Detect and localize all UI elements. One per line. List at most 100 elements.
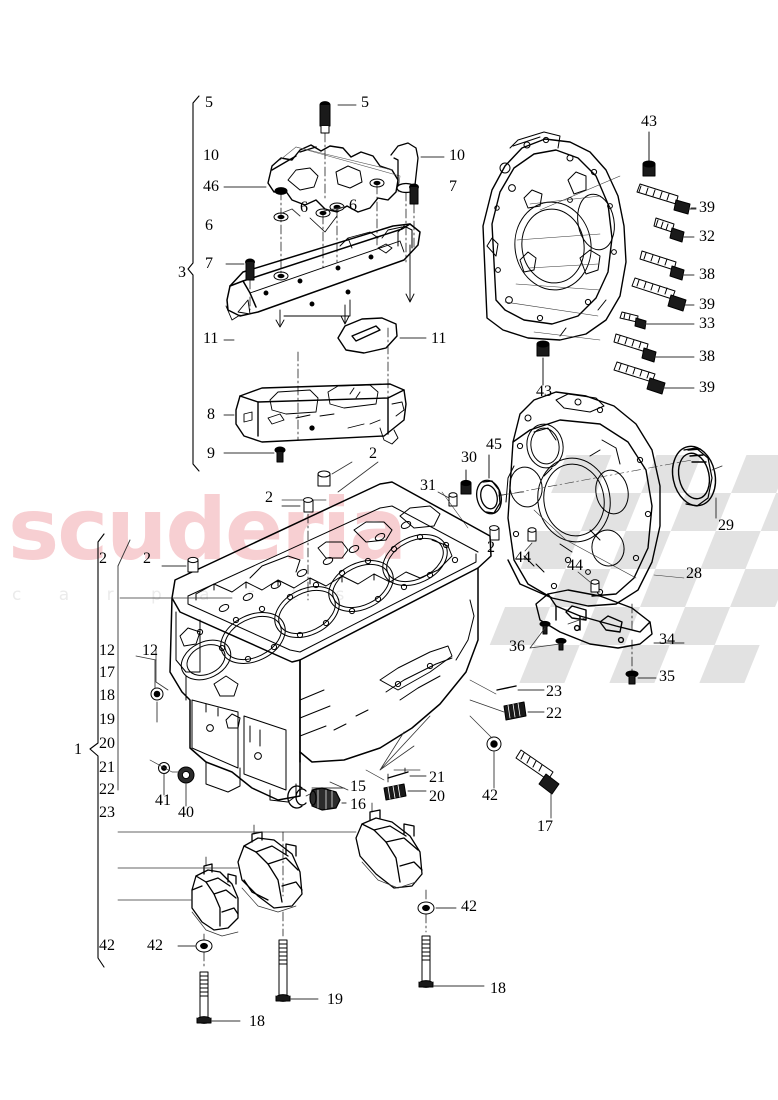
callout-7-right: 7 <box>449 178 457 195</box>
oil-baffle-gasket-inner <box>287 165 363 191</box>
callout-2-top: 2 <box>369 445 377 462</box>
bolt-19-center <box>275 939 291 1002</box>
oil-baffle-gasket <box>267 144 399 213</box>
callout-6-a: 6 <box>300 199 308 216</box>
roll-pin-22 <box>503 701 527 721</box>
dowel-2-top <box>317 470 331 487</box>
callout-22-right: 22 <box>546 705 562 722</box>
bolt-38-a <box>639 250 685 281</box>
washer-42-left <box>195 939 213 953</box>
callout-45: 45 <box>486 436 502 453</box>
callout-40: 40 <box>178 804 194 821</box>
callout-12-part: 12 <box>142 642 158 659</box>
callout-39-b: 39 <box>699 296 715 313</box>
washer-42-mid <box>486 736 502 752</box>
dowel-2-right <box>489 525 500 541</box>
dowel-2-mid <box>303 497 314 513</box>
bolt-39-c <box>613 361 666 395</box>
bolt-35 <box>625 670 639 685</box>
o-ring-15 <box>287 785 307 809</box>
bolt-9 <box>274 446 286 463</box>
callout-10-bracket: 10 <box>203 147 219 164</box>
callout-16: 16 <box>350 796 366 813</box>
callout-30: 30 <box>461 449 477 466</box>
callout-42-mid: 42 <box>482 787 498 804</box>
bolt-18-right <box>418 935 434 988</box>
callout-43-top: 43 <box>641 113 657 130</box>
callout-17-col: 17 <box>99 664 115 681</box>
bolt-7-right <box>409 183 419 205</box>
dowel-2-left <box>187 556 199 573</box>
callout-21-col: 21 <box>99 759 115 776</box>
oil-pan-detail <box>249 226 405 307</box>
callout-2-brk: 2 <box>143 550 151 567</box>
callout-3: 3 <box>178 264 186 281</box>
callout-2-mid: 2 <box>265 489 273 506</box>
pin-21 <box>387 771 409 779</box>
callout-43-mid: 43 <box>536 383 552 400</box>
dowel-44-b <box>590 579 600 593</box>
callout-32: 32 <box>699 228 715 245</box>
callout-42-a: 42 <box>147 937 163 954</box>
callout-2-left: 2 <box>99 550 107 567</box>
callout-39-c: 39 <box>699 379 715 396</box>
callout-39-a: 39 <box>699 199 715 216</box>
callout-15: 15 <box>350 778 366 795</box>
crankshaft-oil-seal-29 <box>671 445 717 507</box>
callout-44-a: 44 <box>515 549 531 566</box>
oil-pan-ladder-frame <box>226 223 421 317</box>
callout-35: 35 <box>659 668 675 685</box>
callout-42-col: 42 <box>99 937 115 954</box>
main-bearing-cap-c <box>355 809 423 889</box>
bolt-17-right <box>515 749 560 795</box>
callout-19-b: 19 <box>327 991 343 1008</box>
callout-33: 33 <box>699 315 715 332</box>
dowel-44-a <box>527 527 537 542</box>
oil-pump-detail <box>243 384 405 445</box>
cylinder-block-front-cover <box>179 627 239 697</box>
roll-pin-20 <box>383 783 407 801</box>
washer-42-right <box>417 901 435 915</box>
nut-40 <box>177 766 195 784</box>
oil-spray-jet-12 <box>150 687 164 701</box>
callout-20-col: 20 <box>99 735 115 752</box>
callout-1: 1 <box>74 741 82 758</box>
callout-38-b: 38 <box>699 348 715 365</box>
callout-29: 29 <box>718 517 734 534</box>
bolt-18-left <box>196 971 212 1024</box>
callout-23-right: 23 <box>546 683 562 700</box>
bolt-30 <box>460 479 472 495</box>
group-bracket-1 <box>89 533 105 968</box>
plug-16 <box>309 787 341 811</box>
bolt-32 <box>653 217 685 243</box>
group-bracket-3 <box>187 95 200 472</box>
plug-43-top <box>642 160 656 177</box>
callout-10-tube: 10 <box>449 147 465 164</box>
bolt-39-a <box>636 183 691 215</box>
bellhousing-upper-28 <box>482 138 627 341</box>
bolt-33 <box>619 311 647 330</box>
callout-6-bracket: 6 <box>205 217 213 234</box>
callout-21-part: 21 <box>429 769 445 786</box>
callout-41: 41 <box>155 792 171 809</box>
callout-18-b: 18 <box>490 980 506 997</box>
bolt-5 <box>319 101 331 134</box>
dowel-31 <box>448 492 458 507</box>
callout-42-b: 42 <box>461 898 477 915</box>
oil-pan-cover-plate <box>337 317 398 354</box>
main-bearing-cap-a <box>191 863 239 931</box>
callout-5-bolt: 5 <box>361 94 369 111</box>
callout-38-a: 38 <box>699 266 715 283</box>
callout-12-col: 12 <box>99 642 115 659</box>
callout-36: 36 <box>509 638 525 655</box>
callout-34: 34 <box>659 631 675 648</box>
callout-7-left: 7 <box>205 255 213 272</box>
plug-43-mid <box>536 340 550 357</box>
callout-2-right: 2 <box>487 539 495 556</box>
callout-17-right: 17 <box>537 818 553 835</box>
grommet-6-b <box>315 208 331 218</box>
callout-11-left: 11 <box>203 330 219 347</box>
main-bearing-cap-b <box>237 831 303 909</box>
front-oil-seal-45 <box>476 479 502 515</box>
